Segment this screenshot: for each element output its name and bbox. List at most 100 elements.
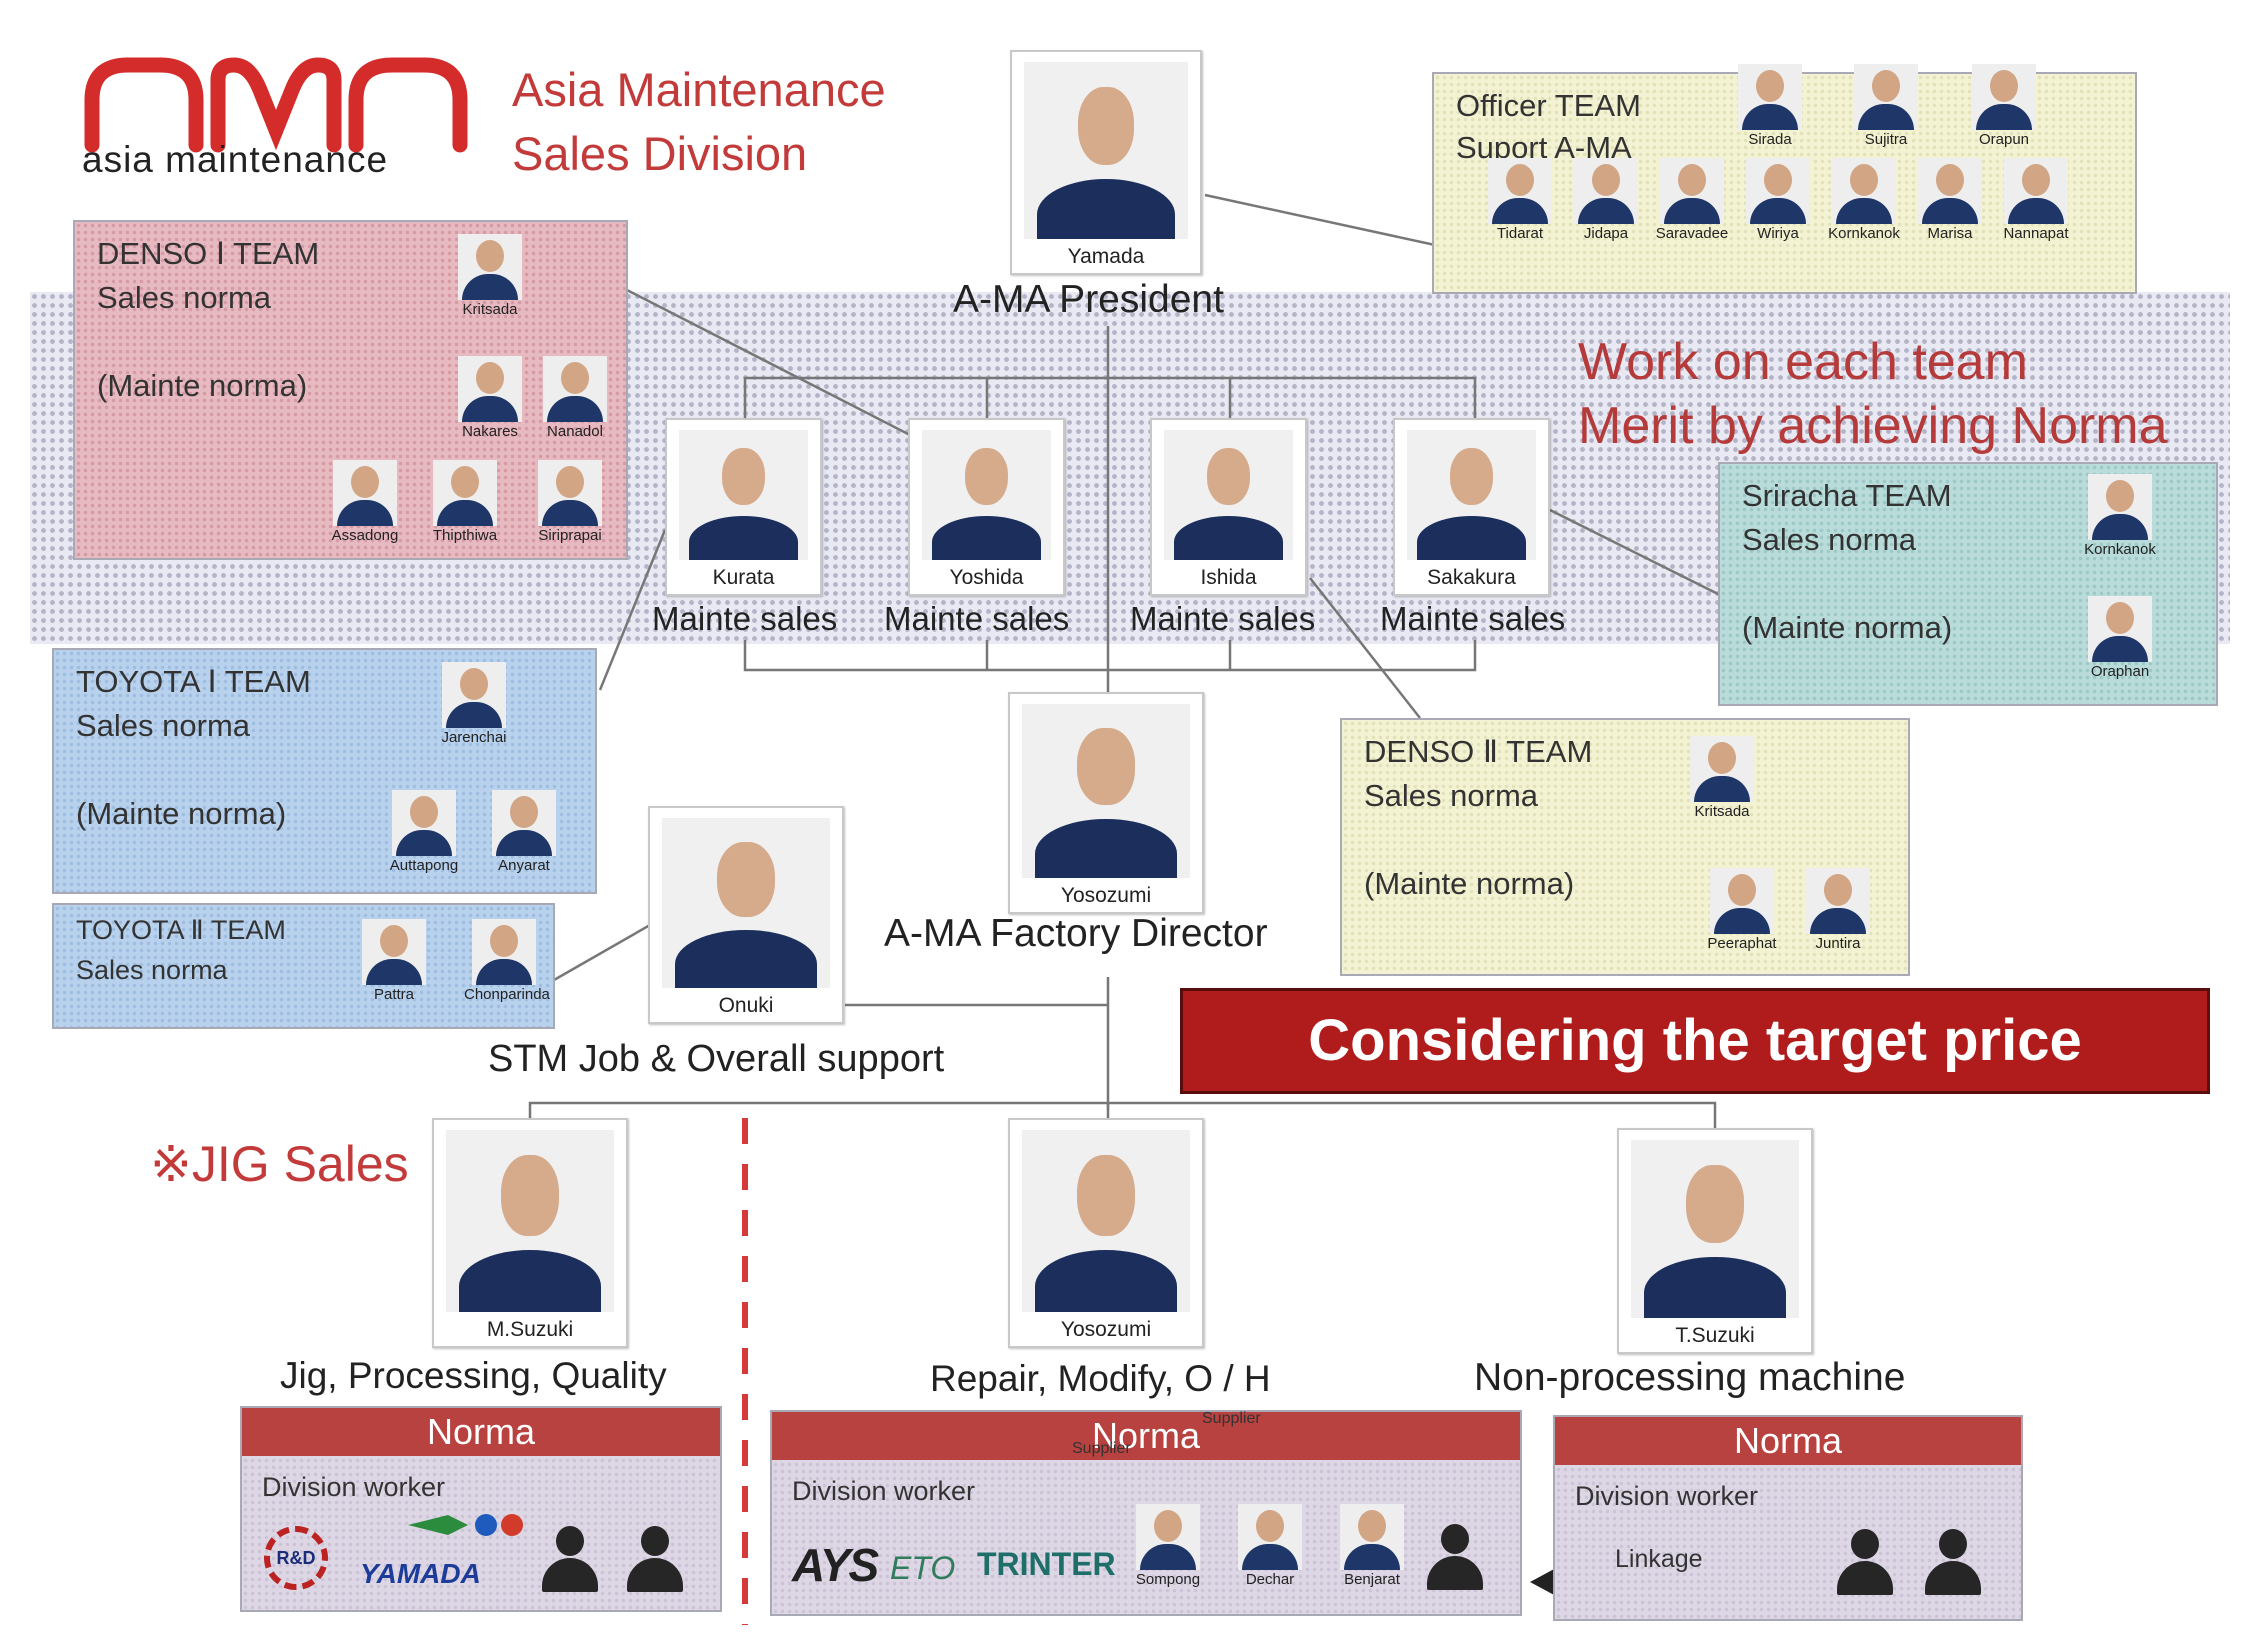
team-member-name: Auttapong — [389, 857, 459, 874]
team-member: Oraphan — [2080, 596, 2160, 680]
team-member-name: Nannapat — [2003, 225, 2069, 242]
team-member: Kritsada — [450, 234, 530, 318]
norma-bar: Norma — [772, 1412, 1520, 1460]
denso2-team-box: DENSO Ⅱ TEAM Sales norma (Mainte norma) … — [1340, 718, 1910, 976]
team-member-photo — [1574, 158, 1638, 224]
sriracha-mainte: (Mainte norma) — [1742, 610, 1953, 645]
supplier-label: Supplier — [1202, 1410, 1261, 1427]
team-member-name: Kornkanok — [1828, 225, 1900, 242]
team-member: Sujitra — [1846, 64, 1926, 148]
team-member-name: Orapun — [1978, 131, 2030, 148]
denso1-sales: Sales norma — [97, 280, 272, 315]
support-name: Onuki — [718, 994, 774, 1017]
denso1-mainte: (Mainte norma) — [97, 368, 308, 403]
team-member-name: Peeraphat — [1707, 935, 1777, 952]
manager-name: Ishida — [1200, 566, 1257, 589]
team-member-photo — [1806, 868, 1870, 934]
team-member-photo — [1710, 868, 1774, 934]
merit-line2: Merit by achieving Norma — [1578, 397, 2168, 455]
norma-bar: Norma — [1555, 1417, 2021, 1465]
rd-logo-icon: R&D — [264, 1526, 328, 1590]
team-member: Assadong — [325, 460, 405, 544]
team-member: Tidarat — [1480, 158, 1560, 242]
logo-subtext: asia maintenance — [82, 139, 389, 180]
denso1-title: DENSO Ⅰ TEAM — [97, 236, 320, 271]
factory-director-role: A-MA Factory Director — [884, 912, 1268, 955]
division-box-jig: Norma Division worker R&D YAMADA — [240, 1406, 722, 1612]
team-member: Kritsada — [1682, 736, 1762, 820]
worker-silhouette-icon — [542, 1526, 598, 1592]
president-role: A-MA President — [953, 278, 1224, 321]
division-head-name: Yosozumi — [1060, 1318, 1152, 1341]
team-member-name: Juntira — [1815, 935, 1861, 952]
team-member: Saravadee — [1652, 158, 1732, 242]
factory-director-photo — [1022, 704, 1190, 878]
manager-role: Mainte sales — [652, 600, 838, 637]
division-head-name: T.Suzuki — [1675, 1324, 1755, 1347]
sriracha-team-box: Sriracha TEAM Sales norma (Mainte norma)… — [1718, 462, 2218, 706]
team-member-name: Pattra — [373, 986, 415, 1003]
jig-sales-label: ※JIG Sales — [150, 1136, 409, 1192]
team-member: Nanadol — [535, 356, 615, 440]
team-member-photo — [1660, 158, 1724, 224]
worker-name: Sompong — [1135, 1571, 1201, 1588]
team-member-photo — [458, 234, 522, 300]
eto-logo: ETO — [890, 1550, 956, 1586]
manager-name: Kurata — [712, 566, 775, 589]
team-member-photo — [1854, 64, 1918, 130]
team-member: Kornkanok — [2080, 474, 2160, 558]
manager-photo — [1164, 430, 1293, 560]
team-member-photo — [442, 662, 506, 728]
team-member: Marisa — [1910, 158, 1990, 242]
rd-logo-text: R&D — [276, 1548, 316, 1568]
team-member-name: Kritsada — [462, 301, 518, 318]
sriracha-title: Sriracha TEAM — [1742, 478, 1952, 513]
gear-cluster-icon — [408, 1512, 528, 1538]
team-member-photo — [1690, 736, 1754, 802]
team-member-photo — [2088, 596, 2152, 662]
team-member: Pattra — [354, 919, 434, 1003]
team-member-photo — [538, 460, 602, 526]
target-price-banner: Considering the target price — [1180, 988, 2210, 1094]
worker-photo: Dechar — [1230, 1504, 1310, 1588]
team-member-photo — [1746, 158, 1810, 224]
manager-role: Mainte sales — [1130, 600, 1316, 637]
division-title-line1: Asia Maintenance — [512, 63, 886, 116]
manager-card-kurata: Kurata — [665, 418, 822, 596]
support-card: Onuki — [648, 806, 844, 1024]
trinter-logo: TRINTER — [977, 1546, 1116, 1582]
division-label: Repair, Modify, O / H — [930, 1358, 1271, 1399]
manager-role: Mainte sales — [1380, 600, 1566, 637]
division-label: Jig, Processing, Quality — [280, 1355, 667, 1396]
support-role: STM Job & Overall support — [488, 1038, 945, 1080]
team-member: Thipthiwa — [425, 460, 505, 544]
team-member-name: Kritsada — [1694, 803, 1750, 820]
team-member: Orapun — [1964, 64, 2044, 148]
division-head-card-tsuzuki: T.Suzuki — [1617, 1128, 1813, 1354]
division-box-repair: Norma Division worker AYS ETO TRINTER Su… — [770, 1410, 1522, 1616]
manager-role: Mainte sales — [884, 600, 1070, 637]
toyota1-team-box: TOYOTA Ⅰ TEAM Sales norma (Mainte norma)… — [52, 648, 597, 894]
worker-photo: Benjarat — [1332, 1504, 1412, 1588]
support-photo — [662, 818, 830, 988]
manager-name: Sakakura — [1427, 566, 1516, 589]
division-head-name: M.Suzuki — [486, 1318, 574, 1341]
team-member-photo — [433, 460, 497, 526]
team-member: Kornkanok — [1824, 158, 1904, 242]
team-member-name: Oraphan — [2090, 663, 2150, 680]
division-head-card-msuzuki: M.Suzuki — [432, 1118, 628, 1348]
manager-card-sakakura: Sakakura — [1393, 418, 1550, 596]
team-member-photo — [1972, 64, 2036, 130]
team-member-photo — [392, 790, 456, 856]
team-member-photo — [543, 356, 607, 422]
manager-photo — [1407, 430, 1536, 560]
team-member-name: Tidarat — [1496, 225, 1544, 242]
factory-director-name: Yosozumi — [1060, 884, 1152, 907]
team-member-name: Siriprapai — [538, 527, 602, 544]
worker-silhouette-icon — [1427, 1524, 1483, 1590]
team-member: Sirada — [1730, 64, 1810, 148]
team-member-photo — [1738, 64, 1802, 130]
denso2-sales: Sales norma — [1364, 778, 1539, 813]
norma-bar: Norma — [242, 1408, 720, 1456]
